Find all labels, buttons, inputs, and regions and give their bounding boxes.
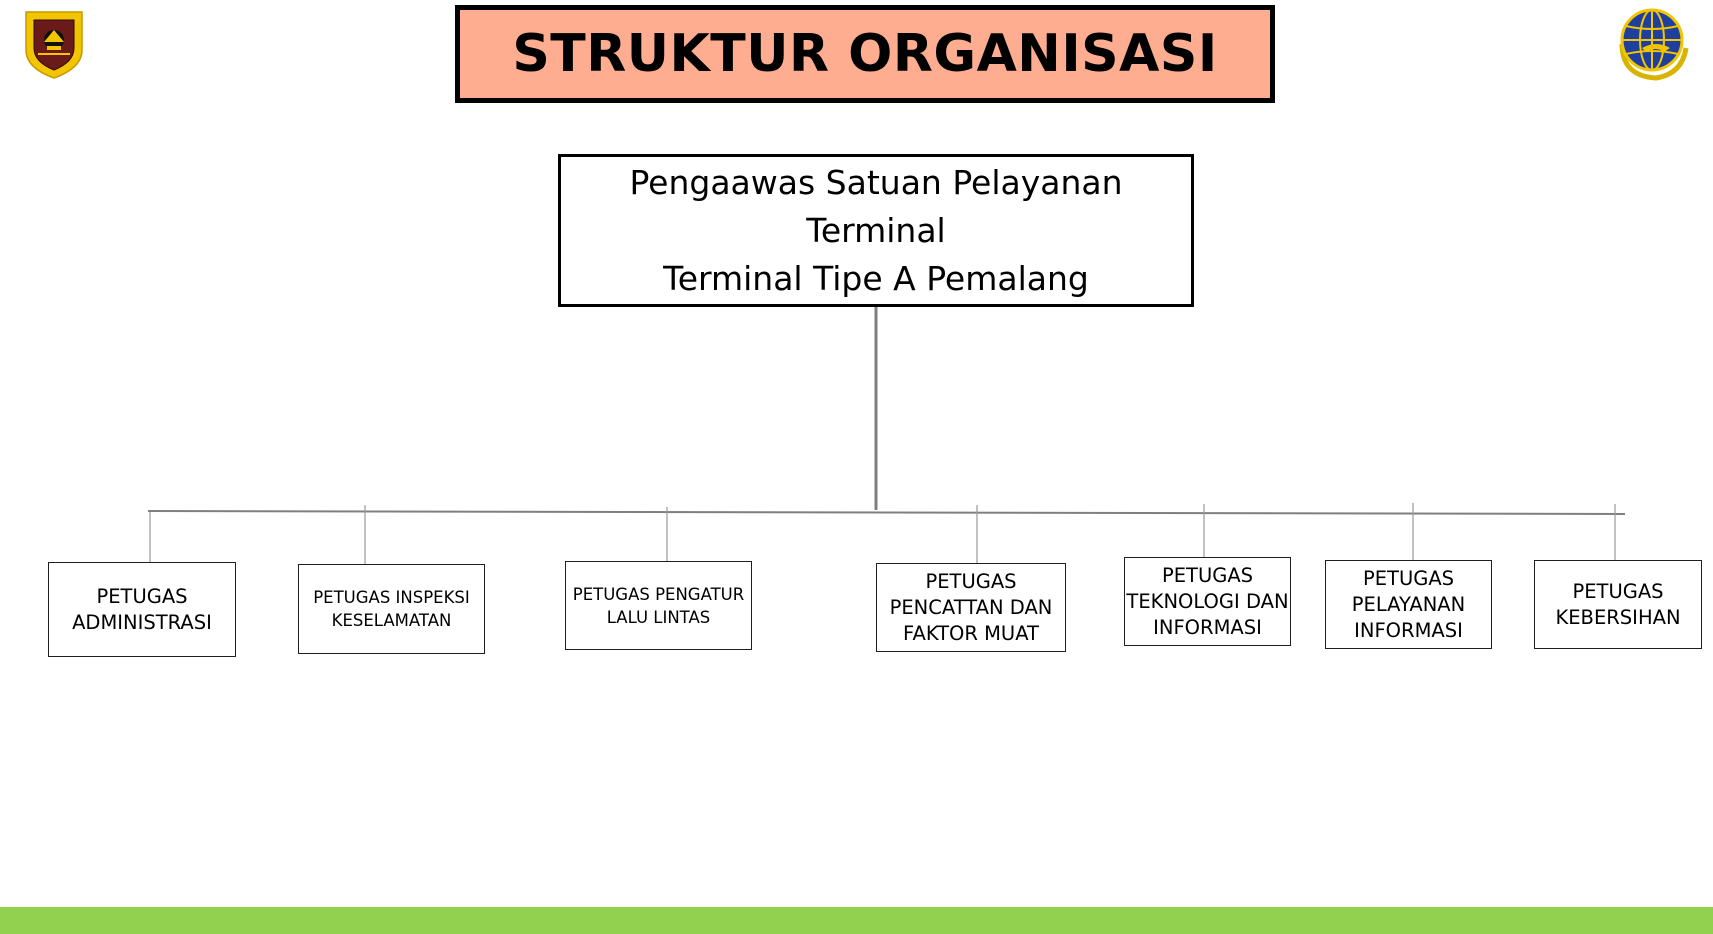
dephub-globe-icon xyxy=(1619,8,1689,81)
unit-box-kebersihan: PETUGAS KEBERSIHAN xyxy=(1534,560,1702,649)
unit-label-line: PETUGAS xyxy=(1572,579,1664,603)
unit-box-pencattan-faktor-muat: PETUGAS PENCATTAN DAN FAKTOR MUAT xyxy=(876,563,1066,652)
unit-label-line: PELAYANAN xyxy=(1351,592,1466,616)
unit-box-teknologi-informasi: PETUGAS TEKNOLOGI DAN INFORMASI xyxy=(1124,557,1291,646)
unit-box-administrasi: PETUGAS ADMINISTRASI xyxy=(48,562,236,657)
unit-label-line: INFORMASI xyxy=(1153,615,1262,639)
unit-label-line: PETUGAS PENGATUR xyxy=(572,584,745,604)
unit-label-line: PETUGAS xyxy=(1362,566,1455,590)
unit-label-line: PETUGAS xyxy=(925,569,1017,593)
unit-label-line: PENCATTAN DAN xyxy=(889,595,1053,619)
head-line-3: Terminal Tipe A Pemalang xyxy=(663,258,1089,298)
head-line-1: Pengaawas Satuan Pelayanan xyxy=(629,162,1123,202)
head-position-box: Pengaawas Satuan Pelayanan Terminal Term… xyxy=(558,154,1194,307)
bottom-accent-bar xyxy=(0,907,1713,934)
unit-box-pelayanan-informasi: PETUGAS PELAYANAN INFORMASI xyxy=(1325,560,1492,649)
unit-box-inspeksi-keselamatan: PETUGAS INSPEKSI KESELAMATAN xyxy=(298,564,485,654)
unit-label-line: PETUGAS xyxy=(96,584,188,608)
unit-label-line: PETUGAS xyxy=(1161,563,1254,587)
head-line-2: Terminal xyxy=(806,210,946,250)
page-title: STRUKTUR ORGANISASI xyxy=(512,24,1218,84)
unit-label-line: KEBERSIHAN xyxy=(1555,605,1681,629)
unit-label-line: PETUGAS INSPEKSI xyxy=(313,588,470,607)
title-banner: STRUKTUR ORGANISASI xyxy=(455,5,1275,103)
unit-box-pengatur-lalu-lintas: PETUGAS PENGATUR LALU LINTAS xyxy=(565,561,752,650)
unit-label-line: KESELAMATAN xyxy=(331,611,452,630)
unit-label-line: INFORMASI xyxy=(1354,618,1463,642)
unit-label-line: TEKNOLOGI DAN xyxy=(1126,589,1289,613)
unit-label-line: FAKTOR MUAT xyxy=(903,621,1039,645)
hubdat-emblem-icon xyxy=(25,11,83,79)
horizontal-connector-line xyxy=(147,510,1626,515)
unit-label-line: LALU LINTAS xyxy=(606,607,711,627)
unit-label-line: ADMINISTRASI xyxy=(72,610,212,634)
